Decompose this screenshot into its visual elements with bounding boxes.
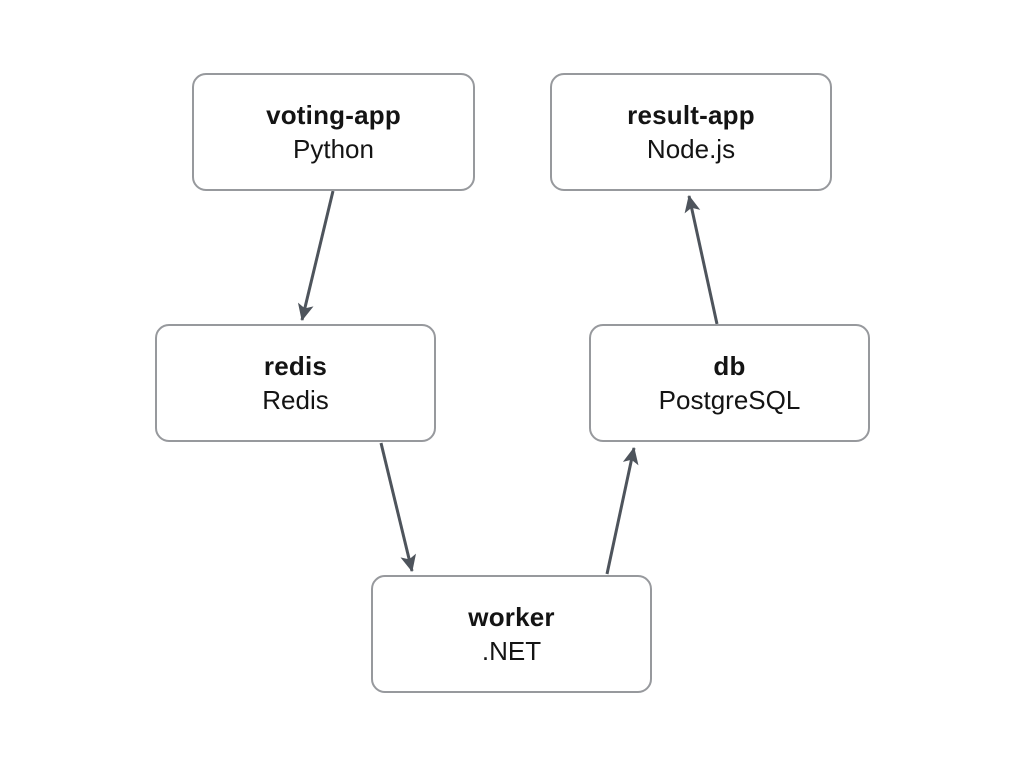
node-result-app-subtitle: Node.js (646, 134, 736, 164)
edge-voting-app-to-redis (297, 190, 335, 321)
edge-worker-to-db (605, 447, 639, 575)
node-worker-subtitle: .NET (481, 636, 542, 666)
node-redis-title: redis (263, 350, 328, 381)
node-result-app-title: result-app (627, 99, 755, 130)
node-voting-app-subtitle: Python (293, 134, 374, 164)
node-worker-title: worker (468, 601, 555, 632)
node-worker: worker .NET (371, 575, 652, 693)
node-redis-subtitle: Redis (262, 385, 329, 415)
node-db-subtitle: PostgreSQL (658, 385, 801, 415)
edge-db-to-result-app (684, 195, 719, 325)
node-db-title: db (713, 350, 746, 381)
edge-redis-to-worker (379, 442, 417, 572)
node-voting-app-title: voting-app (266, 99, 401, 130)
